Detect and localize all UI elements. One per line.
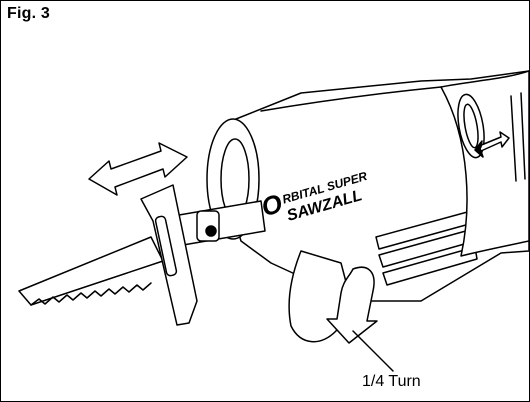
motor-vent-rib [521, 93, 525, 179]
switch-arrow-icon [475, 141, 483, 157]
callout-leader [353, 331, 393, 371]
vent-slot [383, 247, 477, 285]
housing-ridge [261, 87, 441, 111]
clamp-screw [206, 226, 216, 236]
blade-motion-arrow-icon [89, 143, 187, 195]
motor-vent-rib [511, 96, 516, 181]
rotation-arrow-icon [327, 267, 377, 343]
figure-label: Fig. 3 [7, 5, 50, 22]
blade-teeth [31, 283, 151, 305]
motor-collar-inner [461, 103, 480, 148]
blade-clamp [197, 211, 219, 241]
shoe-slot [155, 216, 177, 277]
switch-arrow-icon [479, 132, 509, 151]
callout-label: 1/4 Turn [362, 373, 421, 390]
